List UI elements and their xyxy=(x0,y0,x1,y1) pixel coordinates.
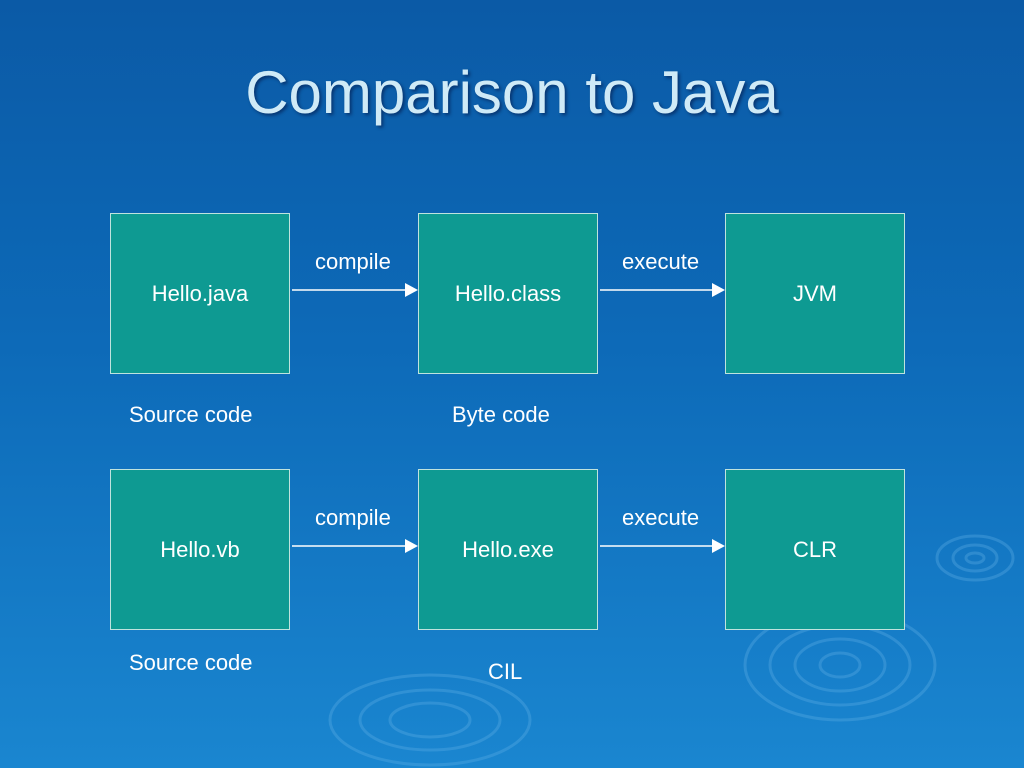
caption-source-code-2: Source code xyxy=(129,650,253,675)
arrow-compile-2 xyxy=(292,539,418,553)
node-label: Hello.class xyxy=(454,280,562,306)
node-clr: CLR xyxy=(725,469,905,630)
edge-label-compile-1: compile xyxy=(315,249,391,274)
node-label: CLR xyxy=(792,536,837,562)
node-label: Hello.vb xyxy=(160,536,240,562)
node-hello-vb: Hello.vb xyxy=(110,469,290,630)
edge-label-compile-2: compile xyxy=(315,505,391,530)
node-jvm: JVM xyxy=(725,213,905,374)
caption-source-code-1: Source code xyxy=(129,402,253,427)
slide-title: Comparison to Java xyxy=(245,59,779,126)
caption-cil: CIL xyxy=(488,659,523,684)
arrow-execute-2 xyxy=(600,539,725,553)
arrow-compile-1 xyxy=(292,283,418,297)
node-hello-exe: Hello.exe xyxy=(418,469,598,630)
node-label: Hello.java xyxy=(151,280,249,306)
node-label: JVM xyxy=(793,280,837,306)
node-hello-java: Hello.java xyxy=(110,213,290,374)
caption-byte-code: Byte code xyxy=(452,402,550,427)
arrow-execute-1 xyxy=(600,283,725,297)
edge-label-execute-2: execute xyxy=(622,505,700,530)
node-label: Hello.exe xyxy=(462,536,554,562)
edge-label-execute-1: execute xyxy=(622,249,700,274)
node-hello-class: Hello.class xyxy=(418,213,598,374)
